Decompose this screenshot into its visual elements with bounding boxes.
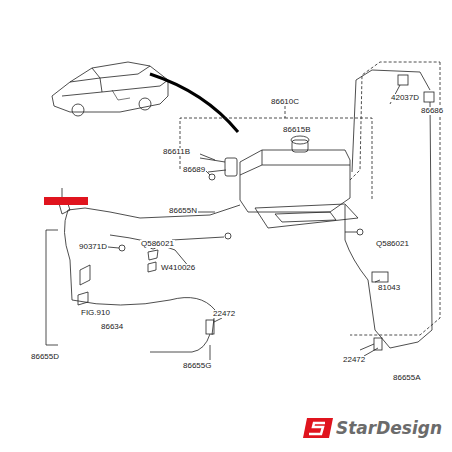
part-number: 86655N	[168, 207, 198, 215]
part-number: 86686	[420, 107, 444, 115]
part-number: 86655G	[182, 362, 212, 370]
part-number: 86655A	[392, 374, 422, 382]
part-number: 90371D	[78, 243, 108, 251]
part-number: 86611B	[162, 148, 191, 156]
part-number: 22472	[212, 310, 236, 318]
part-number: 81043	[377, 284, 401, 292]
part-number: 86634	[100, 323, 124, 331]
part-number: 22472	[342, 356, 366, 364]
part-number: 86689	[182, 166, 206, 174]
part-number: Q586021	[375, 240, 410, 248]
part-number: FIG.910	[80, 309, 111, 317]
part-number: 86610C	[270, 98, 300, 106]
part-number: 42037D	[390, 94, 420, 102]
part-number: Q586021	[140, 240, 175, 248]
part-number: 86615B	[282, 126, 312, 134]
brand-logo: StarDesign	[336, 420, 442, 437]
part-number: 86655D	[30, 353, 60, 361]
part-number: W410026	[160, 264, 196, 272]
